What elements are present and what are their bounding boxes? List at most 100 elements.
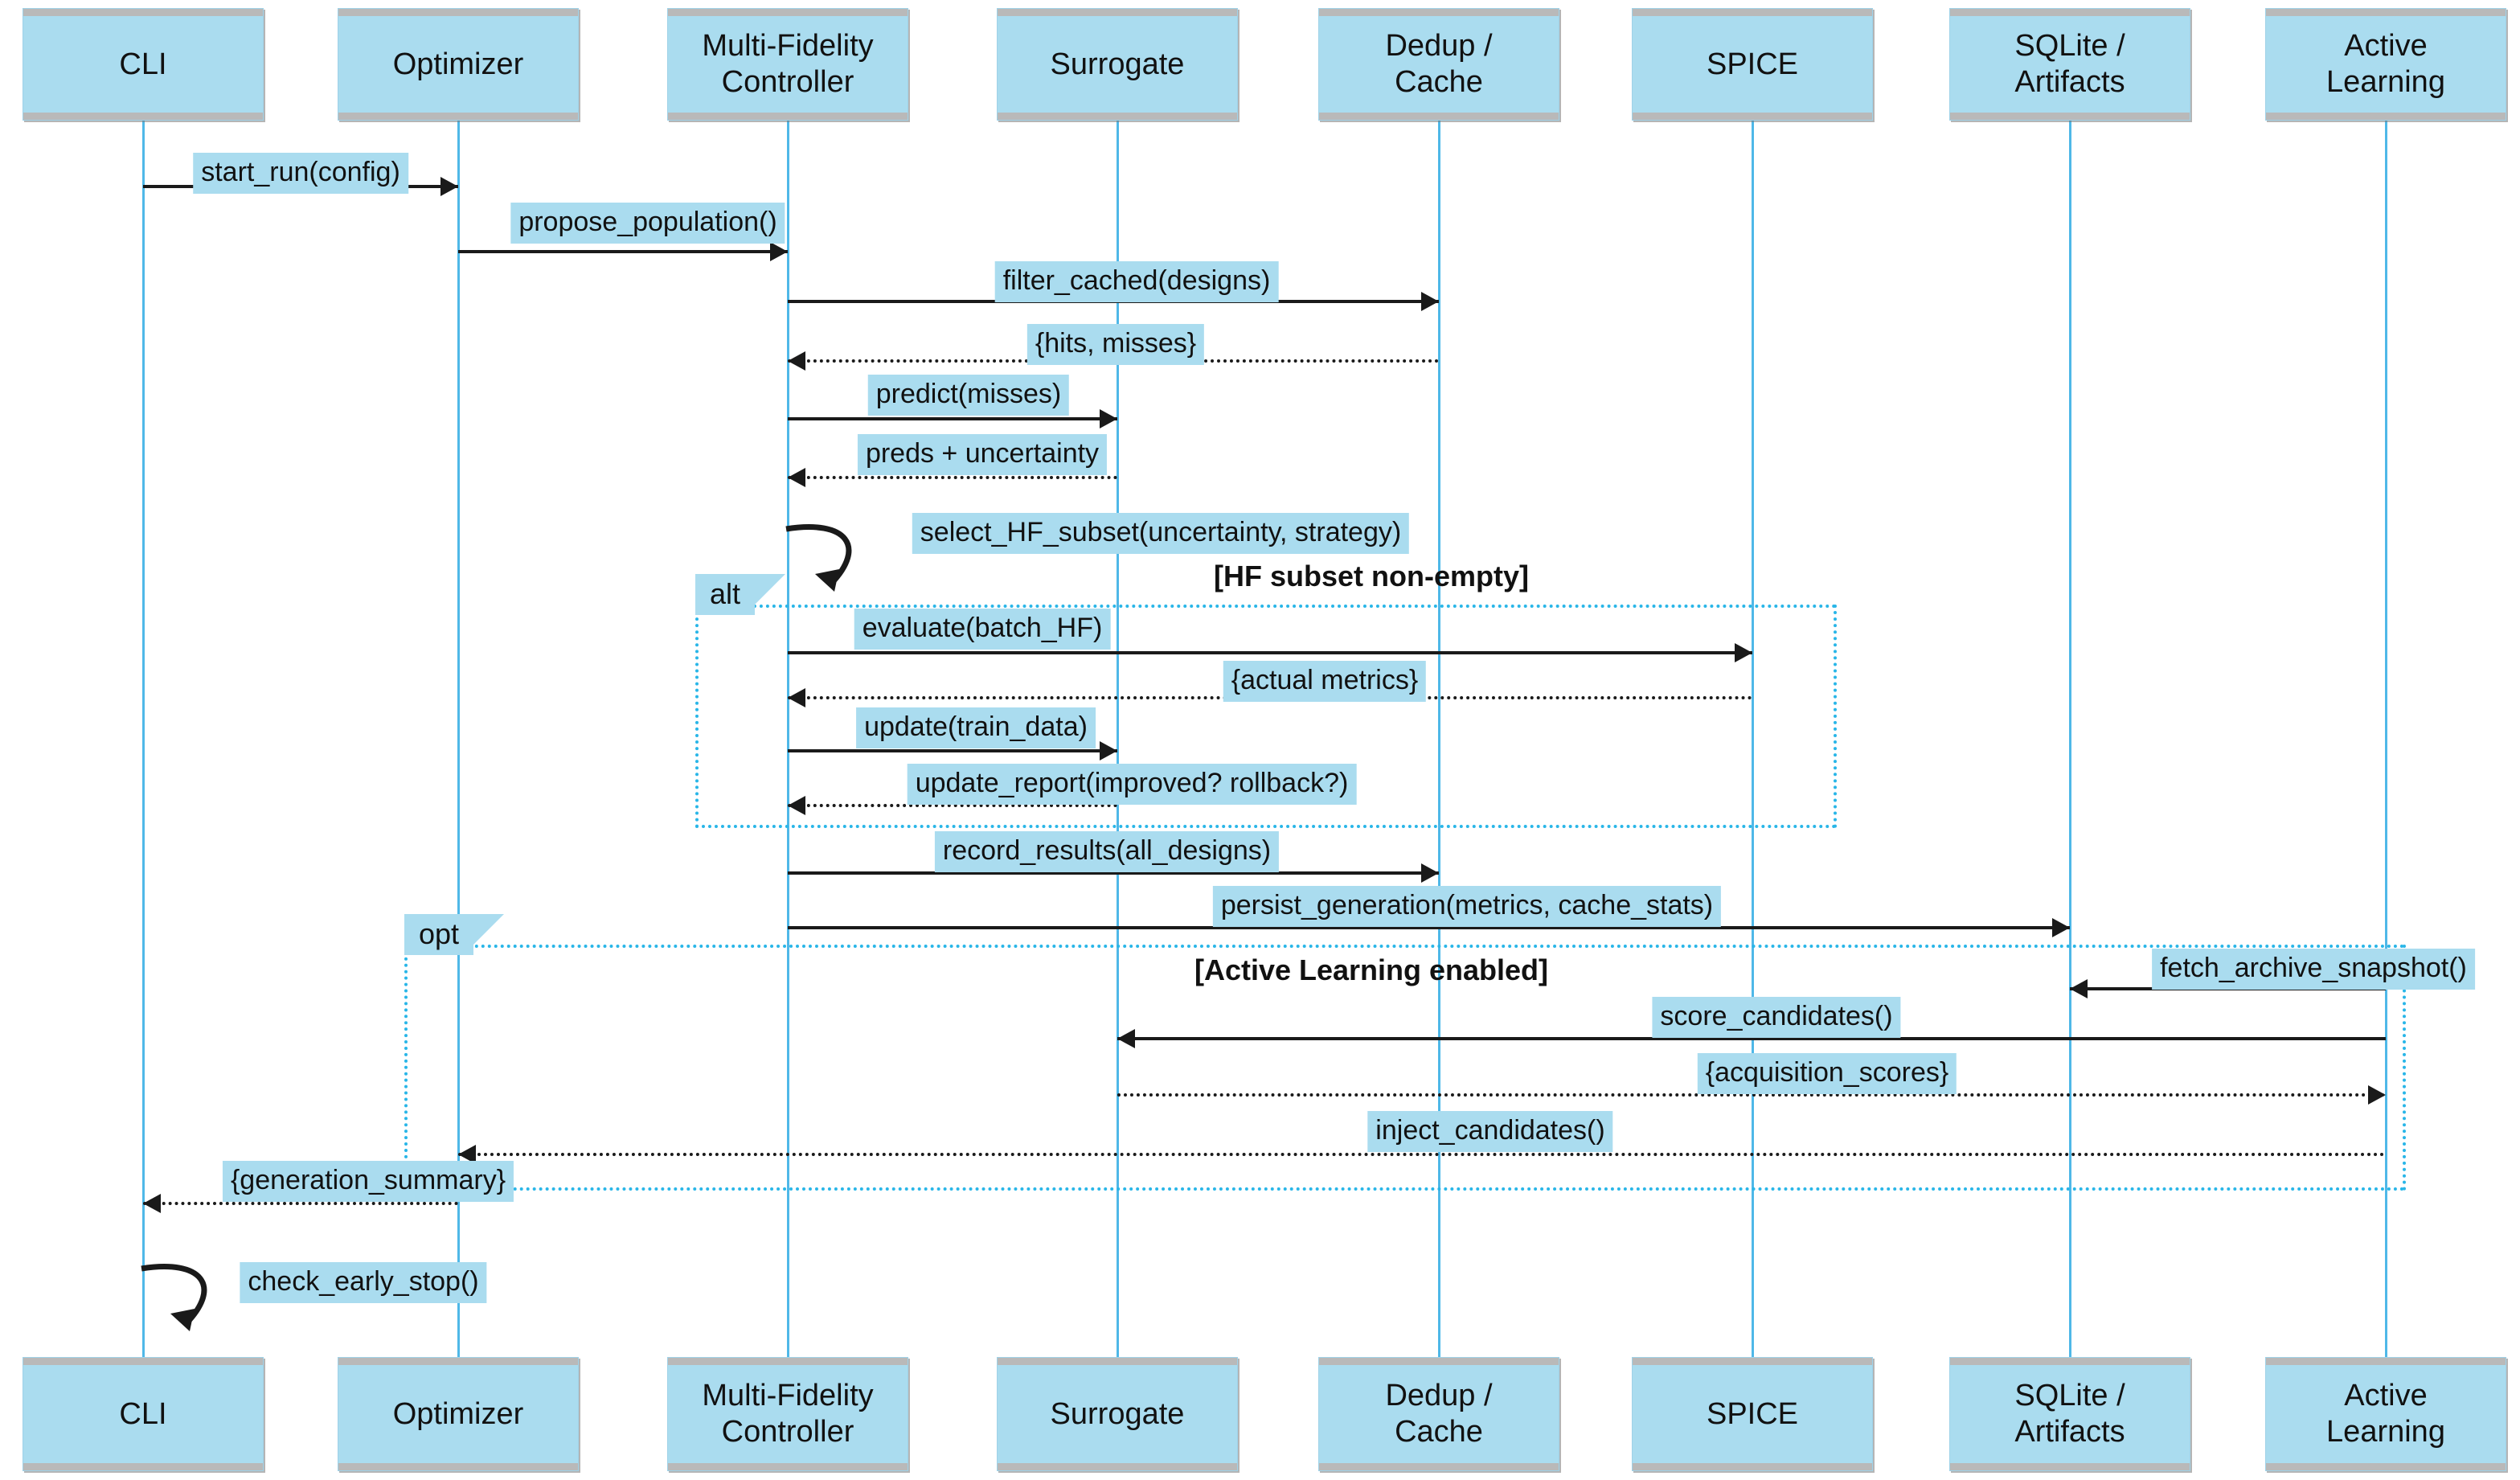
message-line-m8 [788,651,1752,654]
message-label-m11: update_report(improved? rollback?) [907,764,1357,805]
message-label-m10: update(train_data) [856,707,1096,748]
participant-label: Multi-Fidelity Controller [702,29,874,99]
participant-label: Dedup / Cache [1385,1379,1493,1449]
box-top-shade [668,9,908,16]
participant-label: Optimizer [392,1396,524,1431]
lifeline-active [2385,121,2387,1357]
participant-label: Surrogate [1050,47,1185,81]
opt-fragment-condition: [Active Learning enabled] [1194,953,1549,986]
message-label-m16: {acquisition_scores} [1697,1053,1957,1094]
message-line-m18 [143,1202,458,1205]
box-top-shade [338,1358,578,1365]
message-label-m5: predict(misses) [867,375,1070,416]
participant-optimizer-top[interactable]: Optimizer [338,8,579,121]
box-bottom-shade [338,1463,578,1470]
message-line-m12 [788,871,1439,875]
participant-surrogate-bottom[interactable]: Surrogate [997,1357,1238,1471]
box-top-shade [1633,1358,1872,1365]
message-label-m14: fetch_archive_snapshot() [2152,949,2475,990]
box-top-shade [338,9,578,16]
self-message-m19 [138,1254,243,1351]
arrowhead-m10 [1100,741,1117,760]
box-bottom-shade [1633,1463,1872,1470]
participant-active-top[interactable]: Active Learning [2265,8,2506,121]
box-top-shade [2266,1358,2506,1365]
participant-label: Active Learning [2326,1379,2445,1449]
message-label-m17: inject_candidates() [1367,1111,1613,1152]
box-bottom-shade [23,1463,263,1470]
box-bottom-shade [668,113,908,120]
message-label-m19: check_early_stop() [240,1262,487,1303]
participant-mfc-top[interactable]: Multi-Fidelity Controller [667,8,908,121]
arrowhead-m2 [770,242,788,261]
alt-fragment-condition: [HF subset non-empty] [1214,560,1529,592]
box-bottom-shade [998,1463,1237,1470]
participant-surrogate-top[interactable]: Surrogate [997,8,1238,121]
message-label-m7: select_HF_subset(uncertainty, strategy) [912,513,1410,554]
participant-label: Optimizer [392,47,524,81]
opt-fragment-tag: opt [404,914,505,956]
participant-label: CLI [119,1396,167,1431]
message-line-m13 [788,926,2070,929]
self-message-m7 [783,515,887,611]
arrowhead-m15 [1117,1029,1135,1048]
box-bottom-shade [338,113,578,120]
participant-optimizer-bottom[interactable]: Optimizer [338,1357,579,1471]
arrowhead-m17 [458,1145,476,1164]
box-bottom-shade [668,1463,908,1470]
box-bottom-shade [23,113,263,120]
arrowhead-m4 [788,351,805,371]
box-top-shade [23,1358,263,1365]
message-label-m18: {generation_summary} [222,1161,514,1202]
arrowhead-m9 [788,688,805,707]
box-top-shade [668,1358,908,1365]
participant-spice-top[interactable]: SPICE [1632,8,1873,121]
participant-label: Surrogate [1050,1396,1185,1431]
box-top-shade [1319,9,1559,16]
participant-sqlite-bottom[interactable]: SQLite / Artifacts [1949,1357,2190,1471]
box-top-shade [2266,9,2506,16]
arrowhead-m11 [788,796,805,815]
participant-label: SQLite / Artifacts [2014,1379,2125,1449]
message-line-m15 [1117,1037,2386,1040]
alt-fragment-tag: alt [695,574,786,616]
box-bottom-shade [1319,1463,1559,1470]
message-line-m16 [1117,1093,2386,1097]
arrowhead-m8 [1735,643,1752,662]
participant-dedup-bottom[interactable]: Dedup / Cache [1318,1357,1559,1471]
box-top-shade [998,9,1237,16]
box-bottom-shade [2266,113,2506,120]
participant-mfc-bottom[interactable]: Multi-Fidelity Controller [667,1357,908,1471]
participant-label: SPICE [1706,47,1799,81]
participant-dedup-top[interactable]: Dedup / Cache [1318,8,1559,121]
arrowhead-m1 [440,177,458,196]
message-label-m3: filter_cached(designs) [994,261,1279,302]
box-top-shade [998,1358,1237,1365]
lifeline-sqlite [2069,121,2071,1357]
participant-sqlite-top[interactable]: SQLite / Artifacts [1949,8,2190,121]
participant-label: SQLite / Artifacts [2014,29,2125,99]
arrowhead-m14 [2070,979,2088,998]
arrowhead-m18 [143,1194,161,1213]
arrowhead-m5 [1100,409,1117,428]
box-bottom-shade [1950,113,2190,120]
lifeline-surrogate [1117,121,1119,1357]
participant-label: CLI [119,47,167,81]
arrowhead-m13 [2052,918,2070,937]
participant-cli-top[interactable]: CLI [23,8,264,121]
lifeline-cli [142,121,145,1357]
box-bottom-shade [1319,113,1559,120]
message-label-m9: {actual metrics} [1223,661,1427,702]
participant-label: SPICE [1706,1396,1799,1431]
arrowhead-m6 [788,468,805,487]
message-label-m12: record_results(all_designs) [934,831,1280,872]
box-top-shade [1319,1358,1559,1365]
message-label-m2: propose_population() [510,203,785,244]
participant-active-bottom[interactable]: Active Learning [2265,1357,2506,1471]
participant-cli-bottom[interactable]: CLI [23,1357,264,1471]
message-label-m8: evaluate(batch_HF) [854,609,1111,650]
lifeline-spice [1752,121,1754,1357]
participant-spice-bottom[interactable]: SPICE [1632,1357,1873,1471]
message-line-m2 [458,250,788,253]
